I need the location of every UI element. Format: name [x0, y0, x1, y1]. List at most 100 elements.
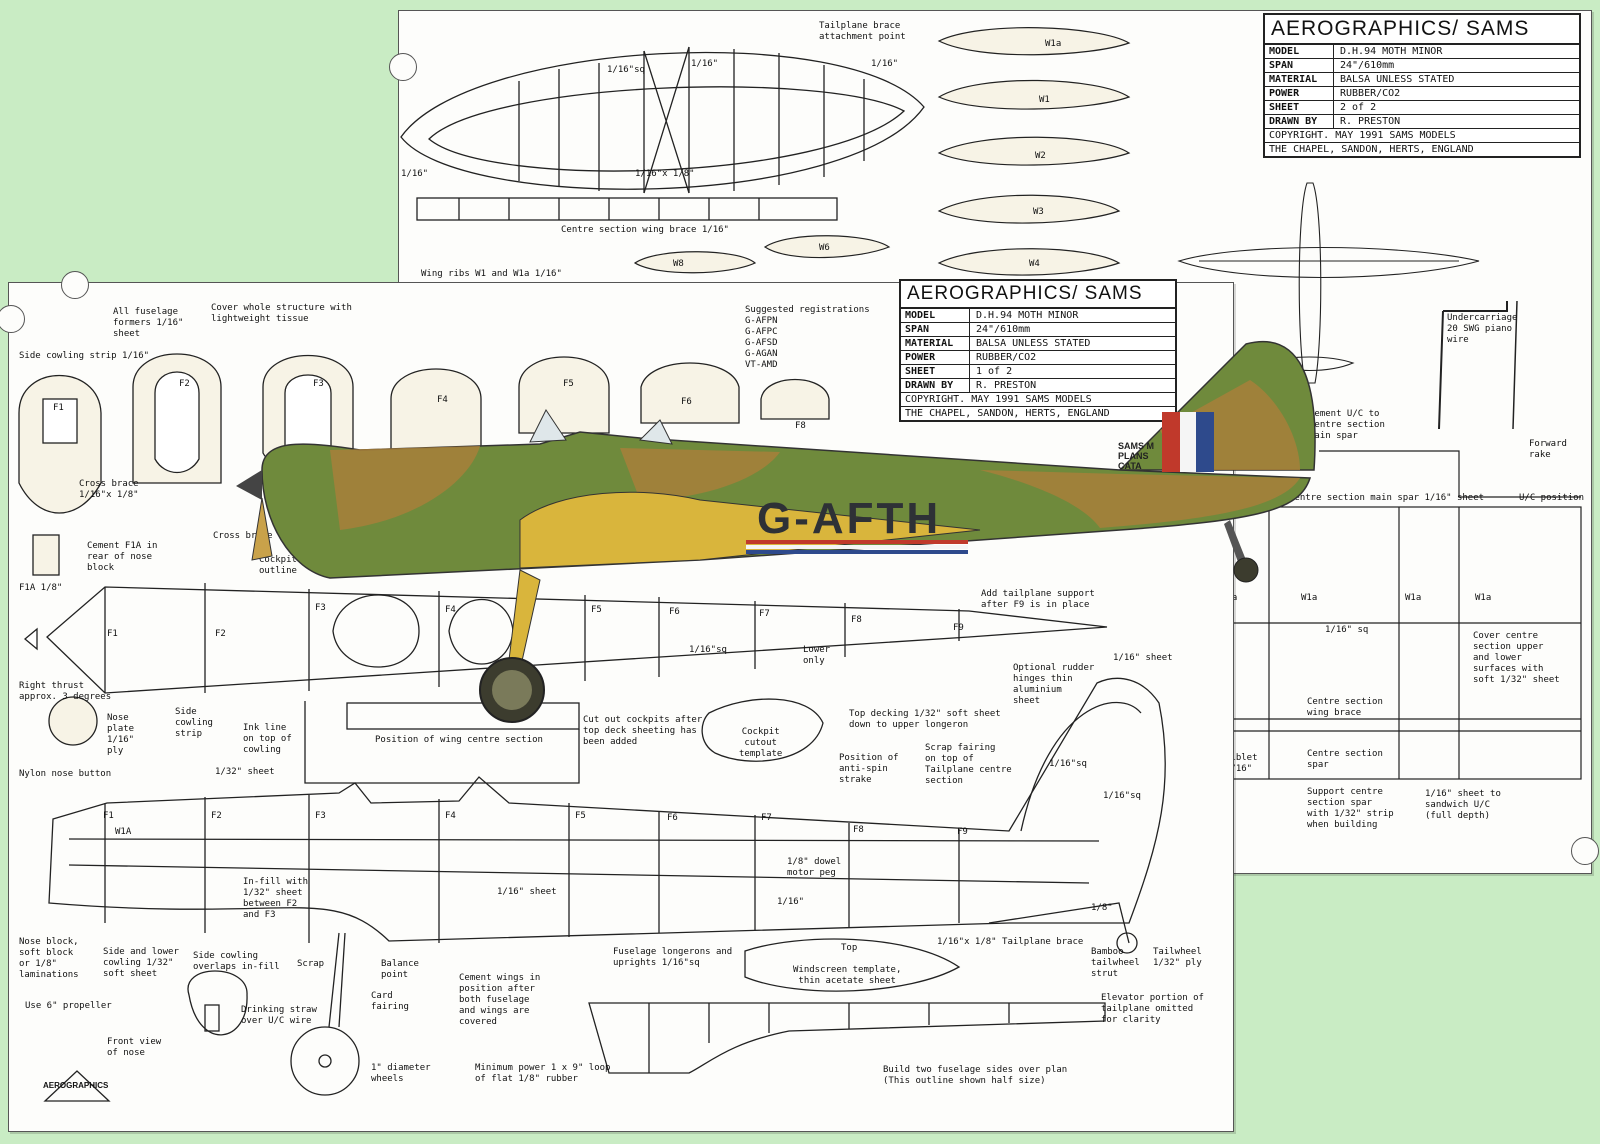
tailwheel — [1233, 557, 1259, 583]
centre-section-inner — [428, 86, 906, 172]
label: Undercarriage 20 SWG piano wire — [1447, 313, 1518, 345]
label: F2 — [211, 811, 222, 821]
label: Nose block, soft block or 1/8" laminatio… — [19, 937, 79, 980]
label: 1/16" sheet — [1113, 653, 1173, 663]
title-value: RUBBER/CO2 — [1340, 88, 1401, 99]
label: Ink line on top of cowling — [243, 723, 292, 755]
label: W1a — [1405, 593, 1422, 603]
title-key: MATERIAL — [901, 337, 970, 350]
label: Cement wings in position after both fuse… — [459, 973, 541, 1027]
title-key: POWER — [1265, 87, 1334, 100]
sams-overlay-text: SAMS M PLANS CATA — [1118, 441, 1154, 471]
label: F7 — [759, 609, 770, 619]
label: F8 — [853, 825, 864, 835]
title-value: D.H.94 MOTH MINOR — [976, 310, 1079, 321]
label: F8 — [851, 615, 862, 625]
propeller-blade — [251, 497, 273, 561]
label: F5 — [563, 379, 574, 389]
label: F5 — [591, 605, 602, 615]
label: Tailwheel 1/32" ply — [1153, 947, 1202, 968]
underline-red — [746, 540, 968, 544]
label: W1a — [1301, 593, 1318, 603]
label: F8 — [795, 421, 806, 431]
title-value: BALSA UNLESS STATED — [1340, 74, 1455, 85]
title-row: SPAN 24"/610mm — [1265, 59, 1579, 73]
label: 1/8" dowel motor peg — [787, 857, 842, 878]
label: F1A 1/8" — [19, 583, 63, 593]
label: 1/16" sheet — [497, 887, 557, 897]
label: 1/16"sq — [1049, 759, 1087, 769]
label: Top — [841, 943, 858, 953]
label: Windscreen template, thin acetate sheet — [793, 965, 902, 986]
label: Cockpit outline — [259, 555, 297, 576]
label: Front view of nose — [107, 1037, 162, 1058]
label: Cockpit cutout template — [739, 727, 783, 759]
title-value: 24"/610mm — [1340, 60, 1395, 71]
camo-patch-mid — [620, 448, 780, 500]
label: 1/16"sq — [689, 645, 727, 655]
label: F4 — [445, 605, 456, 615]
fin-flash-white — [1180, 412, 1196, 472]
label: Nose plate 1/16" ply — [107, 713, 135, 756]
label: W6 — [819, 243, 830, 253]
label: F3 — [315, 603, 326, 613]
label: Tailplane brace attachment point — [819, 21, 906, 42]
label: Scrap fairing on top of Tailplane centre… — [925, 743, 1012, 786]
label: Build two fuselage sides over plan (This… — [883, 1065, 1068, 1086]
label: F4 — [437, 395, 448, 405]
label: Position of anti-spin strake — [839, 753, 899, 785]
label: Top decking 1/32" soft sheet down to upp… — [849, 709, 1001, 730]
label: 1/16" — [871, 59, 899, 69]
label: W1 — [1039, 95, 1050, 105]
page-curl — [61, 271, 89, 299]
fuselage-drawings — [18, 353, 1166, 1102]
aircraft-body — [236, 341, 1316, 723]
title-value: 24"/610mm — [976, 324, 1031, 335]
label: F3 — [315, 811, 326, 821]
wing-root — [519, 491, 981, 569]
label: Add tailplane support after F9 is in pla… — [981, 589, 1095, 610]
label: Centre section spar — [1307, 749, 1383, 770]
label: F4 — [445, 811, 456, 821]
label: F1 — [107, 629, 118, 639]
title-value: 1 of 2 — [976, 366, 1013, 377]
undercarriage-wire — [1438, 301, 1508, 430]
label: All fuselage formers 1/16" sheet — [113, 307, 184, 339]
fin-flash-red — [1162, 412, 1180, 472]
title-key: MODEL — [1265, 45, 1334, 58]
label: 1/16" — [777, 897, 805, 907]
title-address: THE CHAPEL, SANDON, HERTS, ENGLAND — [1269, 144, 1474, 155]
label: F6 — [669, 607, 680, 617]
label: Card fairing — [371, 991, 409, 1012]
label: Wing ribs W1 and W1a 1/16" — [421, 269, 562, 279]
title-copyright: COPYRIGHT. MAY 1991 SAMS MODELS — [901, 393, 1175, 407]
top-view-aircraft — [1177, 182, 1480, 384]
label: Centre section wing brace — [1307, 697, 1383, 718]
title-key: MODEL — [901, 309, 970, 322]
underline-white — [746, 545, 968, 549]
label: Right thrust approx. 3 degrees — [19, 681, 112, 702]
label: F6 — [681, 397, 692, 407]
label: F1 — [53, 403, 64, 413]
side-view-frame — [43, 677, 1166, 1102]
label: Scrap — [297, 959, 325, 969]
label: Cover centre section upper and lower sur… — [1473, 631, 1560, 685]
title-row: MATERIAL BALSA UNLESS STATED — [901, 337, 1175, 351]
title-value: BALSA UNLESS STATED — [976, 338, 1091, 349]
label: W8 — [673, 259, 684, 269]
label: W4 — [1029, 259, 1040, 269]
label: Side cowling strip — [175, 707, 213, 739]
title-copyright: COPYRIGHT. MAY 1991 SAMS MODELS — [1265, 129, 1579, 143]
title-key: SPAN — [1265, 59, 1334, 72]
page-curl — [389, 53, 417, 81]
plan-sheet-1: All fuselage formers 1/16" sheet Cover w… — [0, 271, 1234, 1132]
title-value: 2 of 2 — [1340, 102, 1377, 113]
label: U/C position — [1519, 493, 1585, 503]
tailwheel-leg — [1224, 520, 1246, 562]
undercarriage-leg — [507, 569, 541, 671]
